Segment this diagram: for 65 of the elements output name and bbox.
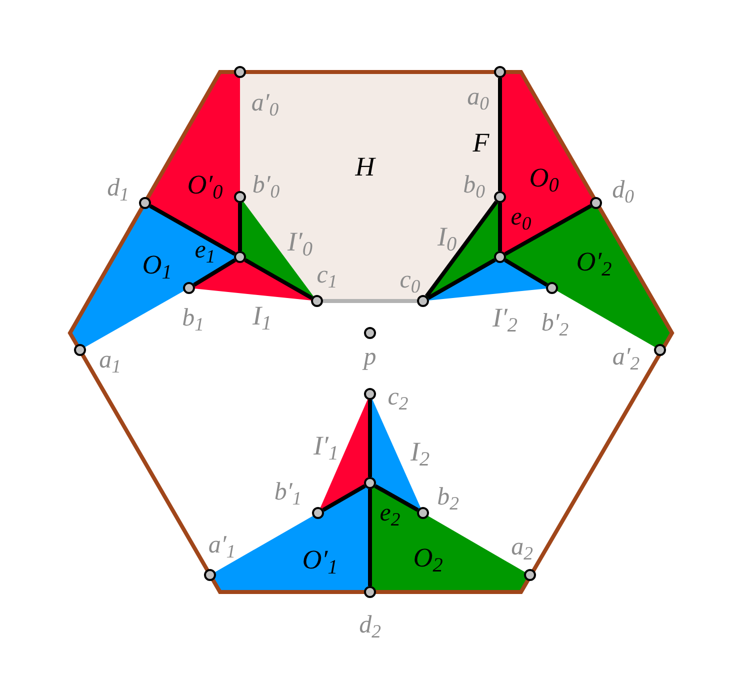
point-label: d$_{0}$ — [612, 178, 634, 202]
region-label: I′$_{1}$ — [313, 432, 339, 460]
point-marker — [524, 569, 536, 581]
point-label: b$_{0}$ — [463, 172, 485, 198]
line-segment — [424, 200, 498, 298]
region-label: F — [472, 130, 490, 156]
region-label: H — [355, 154, 375, 180]
point-label: a′$_{0}$ — [251, 90, 279, 116]
point-marker — [312, 507, 324, 519]
point-label: b′$_{1}$ — [274, 480, 302, 504]
region-label: O′$_{0}$ — [187, 172, 223, 198]
line-segment — [238, 203, 242, 251]
region-label: O′$_{2}$ — [576, 248, 612, 276]
point-label: e$_{2}$ — [380, 500, 400, 526]
region-label: I′$_{0}$ — [287, 228, 313, 256]
point-marker — [139, 197, 151, 209]
point-label: e$_{1}$ — [194, 238, 216, 262]
line-segment — [193, 258, 236, 287]
region-label: I$_{0}$ — [437, 224, 457, 250]
point-label: b′$_{0}$ — [252, 172, 280, 198]
point-label: a$_{2}$ — [511, 534, 533, 560]
line-segment — [374, 484, 419, 512]
point-marker — [654, 344, 666, 356]
point-label: c$_{0}$ — [400, 268, 420, 292]
point-marker — [494, 66, 506, 78]
point-marker — [417, 295, 429, 307]
line-segment — [504, 258, 548, 287]
point-marker — [183, 282, 195, 294]
region-label: O′$_{1}$ — [302, 546, 338, 574]
line-segment — [322, 484, 366, 512]
line-segment — [323, 299, 417, 303]
region-label: O$_{0}$ — [529, 164, 559, 192]
line-segment — [368, 489, 372, 586]
point-label: a′$_{2}$ — [612, 344, 640, 370]
line-segment — [504, 204, 592, 256]
region-label: O$_{2}$ — [413, 544, 443, 572]
line-segment — [244, 258, 313, 300]
point-marker — [311, 295, 323, 307]
line-segment — [498, 203, 502, 251]
point-label: d$_{2}$ — [359, 612, 381, 638]
point-marker — [364, 388, 376, 400]
point-label: b$_{1}$ — [182, 306, 204, 330]
point-label: c$_{2}$ — [388, 384, 408, 410]
region-label: O$_{1}$ — [142, 252, 172, 278]
region-label: I$_{1}$ — [252, 302, 272, 330]
line-segment — [427, 258, 496, 300]
point-marker — [234, 66, 246, 78]
point-label: a′$_{1}$ — [208, 532, 236, 558]
point-label: p — [364, 344, 376, 370]
point-label: b$_{2}$ — [437, 484, 459, 510]
line-segment — [149, 204, 236, 256]
point-marker — [364, 327, 376, 339]
point-label: d$_{1}$ — [107, 176, 129, 200]
point-label: b′$_{2}$ — [541, 310, 569, 336]
line-segment — [498, 78, 502, 191]
point-marker — [204, 569, 216, 581]
region-label: I′$_{2}$ — [492, 304, 518, 332]
region-label: I$_{2}$ — [410, 438, 430, 466]
point-label: a$_{0}$ — [467, 84, 489, 110]
point-label: c$_{1}$ — [316, 262, 338, 288]
point-marker — [74, 344, 86, 356]
point-marker — [364, 586, 376, 598]
point-marker — [546, 282, 558, 294]
point-label: e$_{0}$ — [510, 204, 532, 230]
point-label: a$_{1}$ — [99, 348, 121, 372]
